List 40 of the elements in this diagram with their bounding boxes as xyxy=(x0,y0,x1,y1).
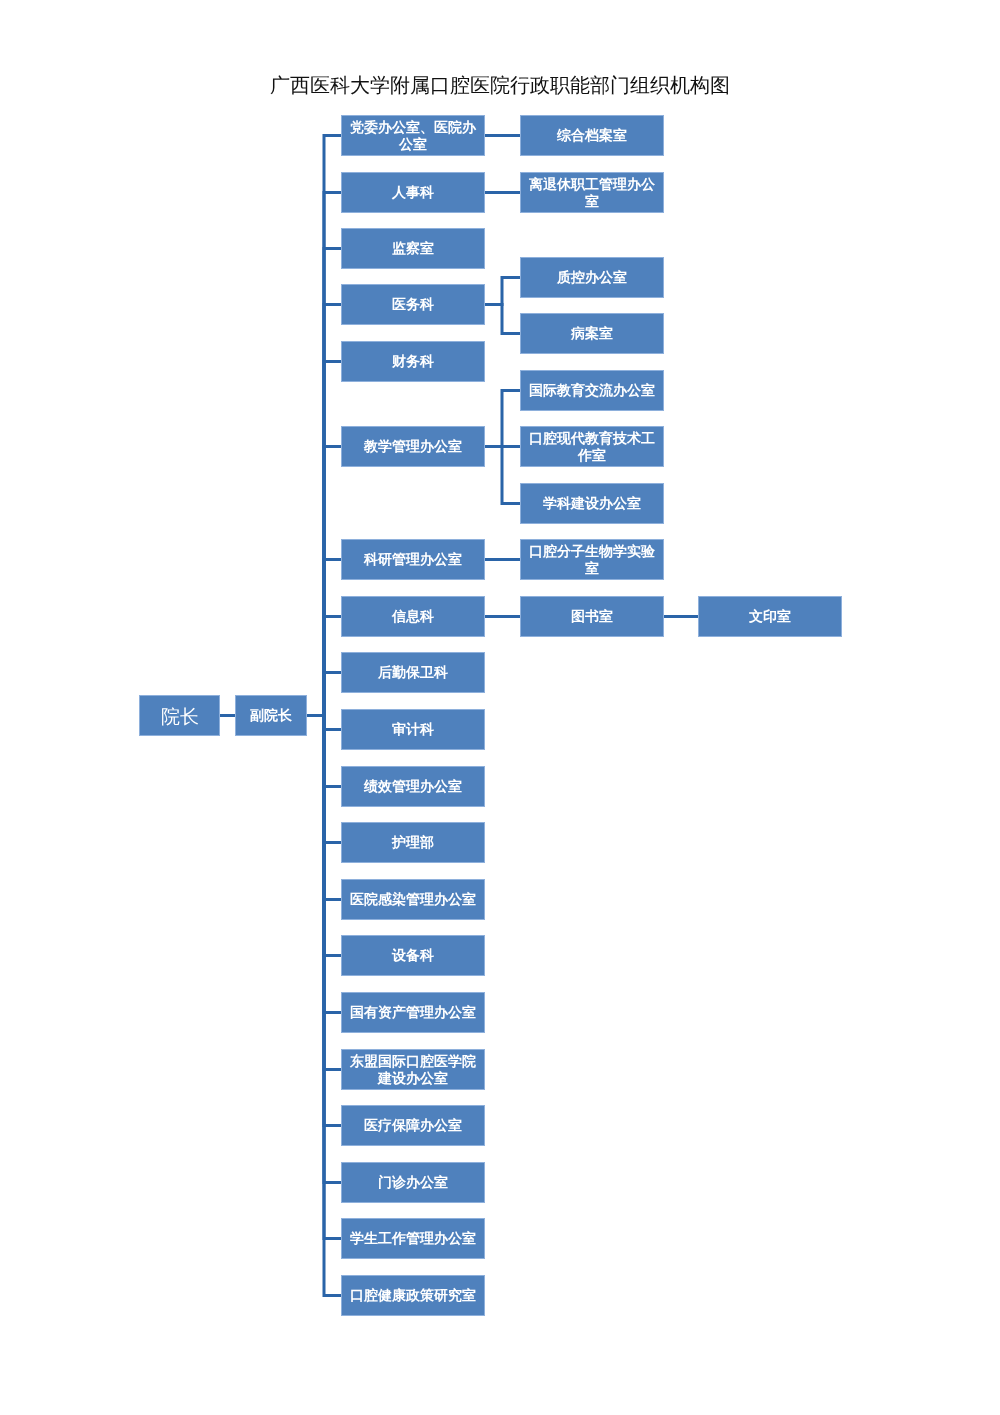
department-box: 口腔分子生物学实验室 xyxy=(520,539,664,580)
connector-line xyxy=(220,714,235,717)
department-box: 学生工作管理办公室 xyxy=(341,1218,485,1259)
department-box: 口腔现代教育技术工作室 xyxy=(520,426,664,467)
department-box: 人事科 xyxy=(341,172,485,213)
department-box: 图书室 xyxy=(520,596,664,637)
department-box: 离退休职工管理办公室 xyxy=(520,172,664,213)
department-box: 设备科 xyxy=(341,935,485,976)
chart-title: 广西医科大学附属口腔医院行政职能部门组织机构图 xyxy=(269,72,731,98)
department-box: 综合档案室 xyxy=(520,115,664,156)
department-box: 医务科 xyxy=(341,284,485,325)
department-box: 后勤保卫科 xyxy=(341,652,485,693)
connector-line xyxy=(485,191,520,194)
connector-line xyxy=(485,615,520,618)
department-box: 医疗保障办公室 xyxy=(341,1105,485,1146)
department-box: 国有资产管理办公室 xyxy=(341,992,485,1033)
department-box: 门诊办公室 xyxy=(341,1162,485,1203)
department-box: 口腔健康政策研究室 xyxy=(341,1275,485,1316)
department-box: 监察室 xyxy=(341,228,485,269)
department-box: 病案室 xyxy=(520,313,664,354)
department-box: 绩效管理办公室 xyxy=(341,766,485,807)
connector-line xyxy=(664,615,698,618)
department-box: 文印室 xyxy=(698,596,842,637)
department-box: 院长 xyxy=(139,695,220,736)
connector-line xyxy=(485,558,520,561)
department-box: 国际教育交流办公室 xyxy=(520,370,664,411)
department-box: 党委办公室、医院办公室 xyxy=(341,115,485,156)
department-box: 科研管理办公室 xyxy=(341,539,485,580)
department-box: 信息科 xyxy=(341,596,485,637)
department-box: 医院感染管理办公室 xyxy=(341,879,485,920)
connector-line xyxy=(485,134,520,137)
department-box: 教学管理办公室 xyxy=(341,426,485,467)
department-box: 学科建设办公室 xyxy=(520,483,664,524)
department-box: 护理部 xyxy=(341,822,485,863)
department-box: 质控办公室 xyxy=(520,257,664,298)
department-box: 副院长 xyxy=(235,695,307,736)
department-box: 财务科 xyxy=(341,341,485,382)
connector-line xyxy=(485,303,520,335)
department-box: 审计科 xyxy=(341,709,485,750)
department-box: 东盟国际口腔医学院建设办公室 xyxy=(341,1049,485,1090)
